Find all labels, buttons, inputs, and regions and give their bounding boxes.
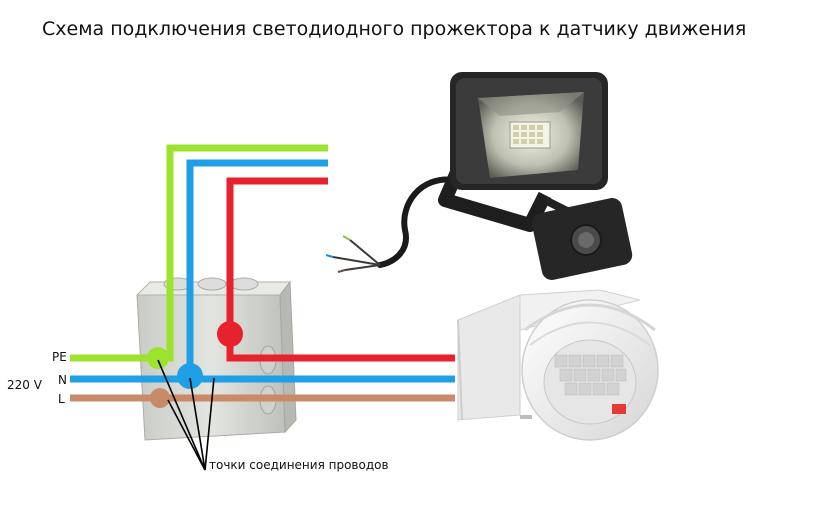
diagram-title: Схема подключения светодиодного прожекто…	[42, 18, 747, 40]
pe-connection-point	[147, 347, 169, 369]
n-label: N	[58, 373, 67, 387]
connection-points-caption: точки соединения проводов	[209, 458, 389, 472]
phase-connection-point	[217, 321, 243, 347]
l-connection-point	[150, 388, 170, 408]
sensor-brand-logo	[612, 404, 626, 414]
n-connection-point	[177, 363, 203, 389]
floodlight-cable	[377, 176, 458, 268]
voltage-label: 220 V	[7, 378, 42, 392]
motion-sensor	[457, 289, 659, 441]
l-label: L	[58, 392, 65, 406]
led-floodlight	[325, 72, 633, 280]
pe-wire	[70, 144, 328, 362]
pe-label: PE	[52, 350, 67, 364]
switched-phase-wire-to-floodlight	[226, 177, 328, 335]
wires	[70, 144, 455, 402]
n-wire-to-floodlight	[186, 159, 328, 379]
connection-pointer-lines	[157, 359, 215, 471]
